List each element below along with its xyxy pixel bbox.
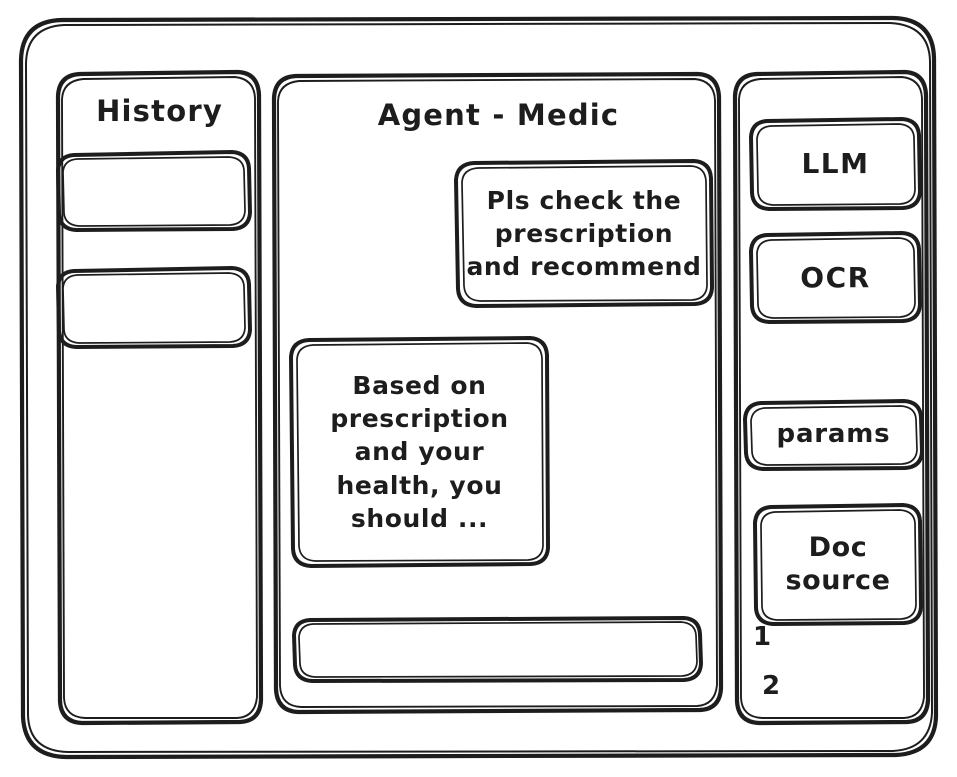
assistant-message-text: Based on prescription and your health, y… [330, 370, 509, 533]
ocr-button-label: OCR [800, 260, 871, 294]
doc-source-label: Doc source [785, 531, 891, 596]
message-composer-value [310, 618, 685, 681]
history-item-1-label [58, 152, 250, 230]
history-item-1[interactable] [58, 152, 250, 230]
params-button[interactable]: params [745, 401, 922, 469]
llm-button-label: LLM [801, 147, 870, 181]
message-composer-input[interactable] [294, 618, 701, 681]
ocr-button[interactable]: OCR [751, 233, 920, 322]
doc-source-entry-1[interactable]: 1 [753, 622, 772, 653]
llm-button[interactable]: LLM [751, 119, 920, 209]
history-item-2[interactable] [58, 268, 250, 346]
history-panel-title: History [96, 94, 223, 129]
doc-source-button[interactable]: Doc source [755, 505, 921, 624]
params-button-label: params [776, 419, 891, 450]
user-message-text: Pls check the prescription and recommend [466, 185, 702, 282]
doc-source-entry-2[interactable]: 2 [762, 671, 781, 702]
user-message-bubble: Pls check the prescription and recommend [456, 161, 712, 306]
history-item-2-label [58, 268, 250, 346]
assistant-message-bubble: Based on prescription and your health, y… [291, 338, 548, 566]
agent-title: Agent - Medic [377, 98, 620, 133]
